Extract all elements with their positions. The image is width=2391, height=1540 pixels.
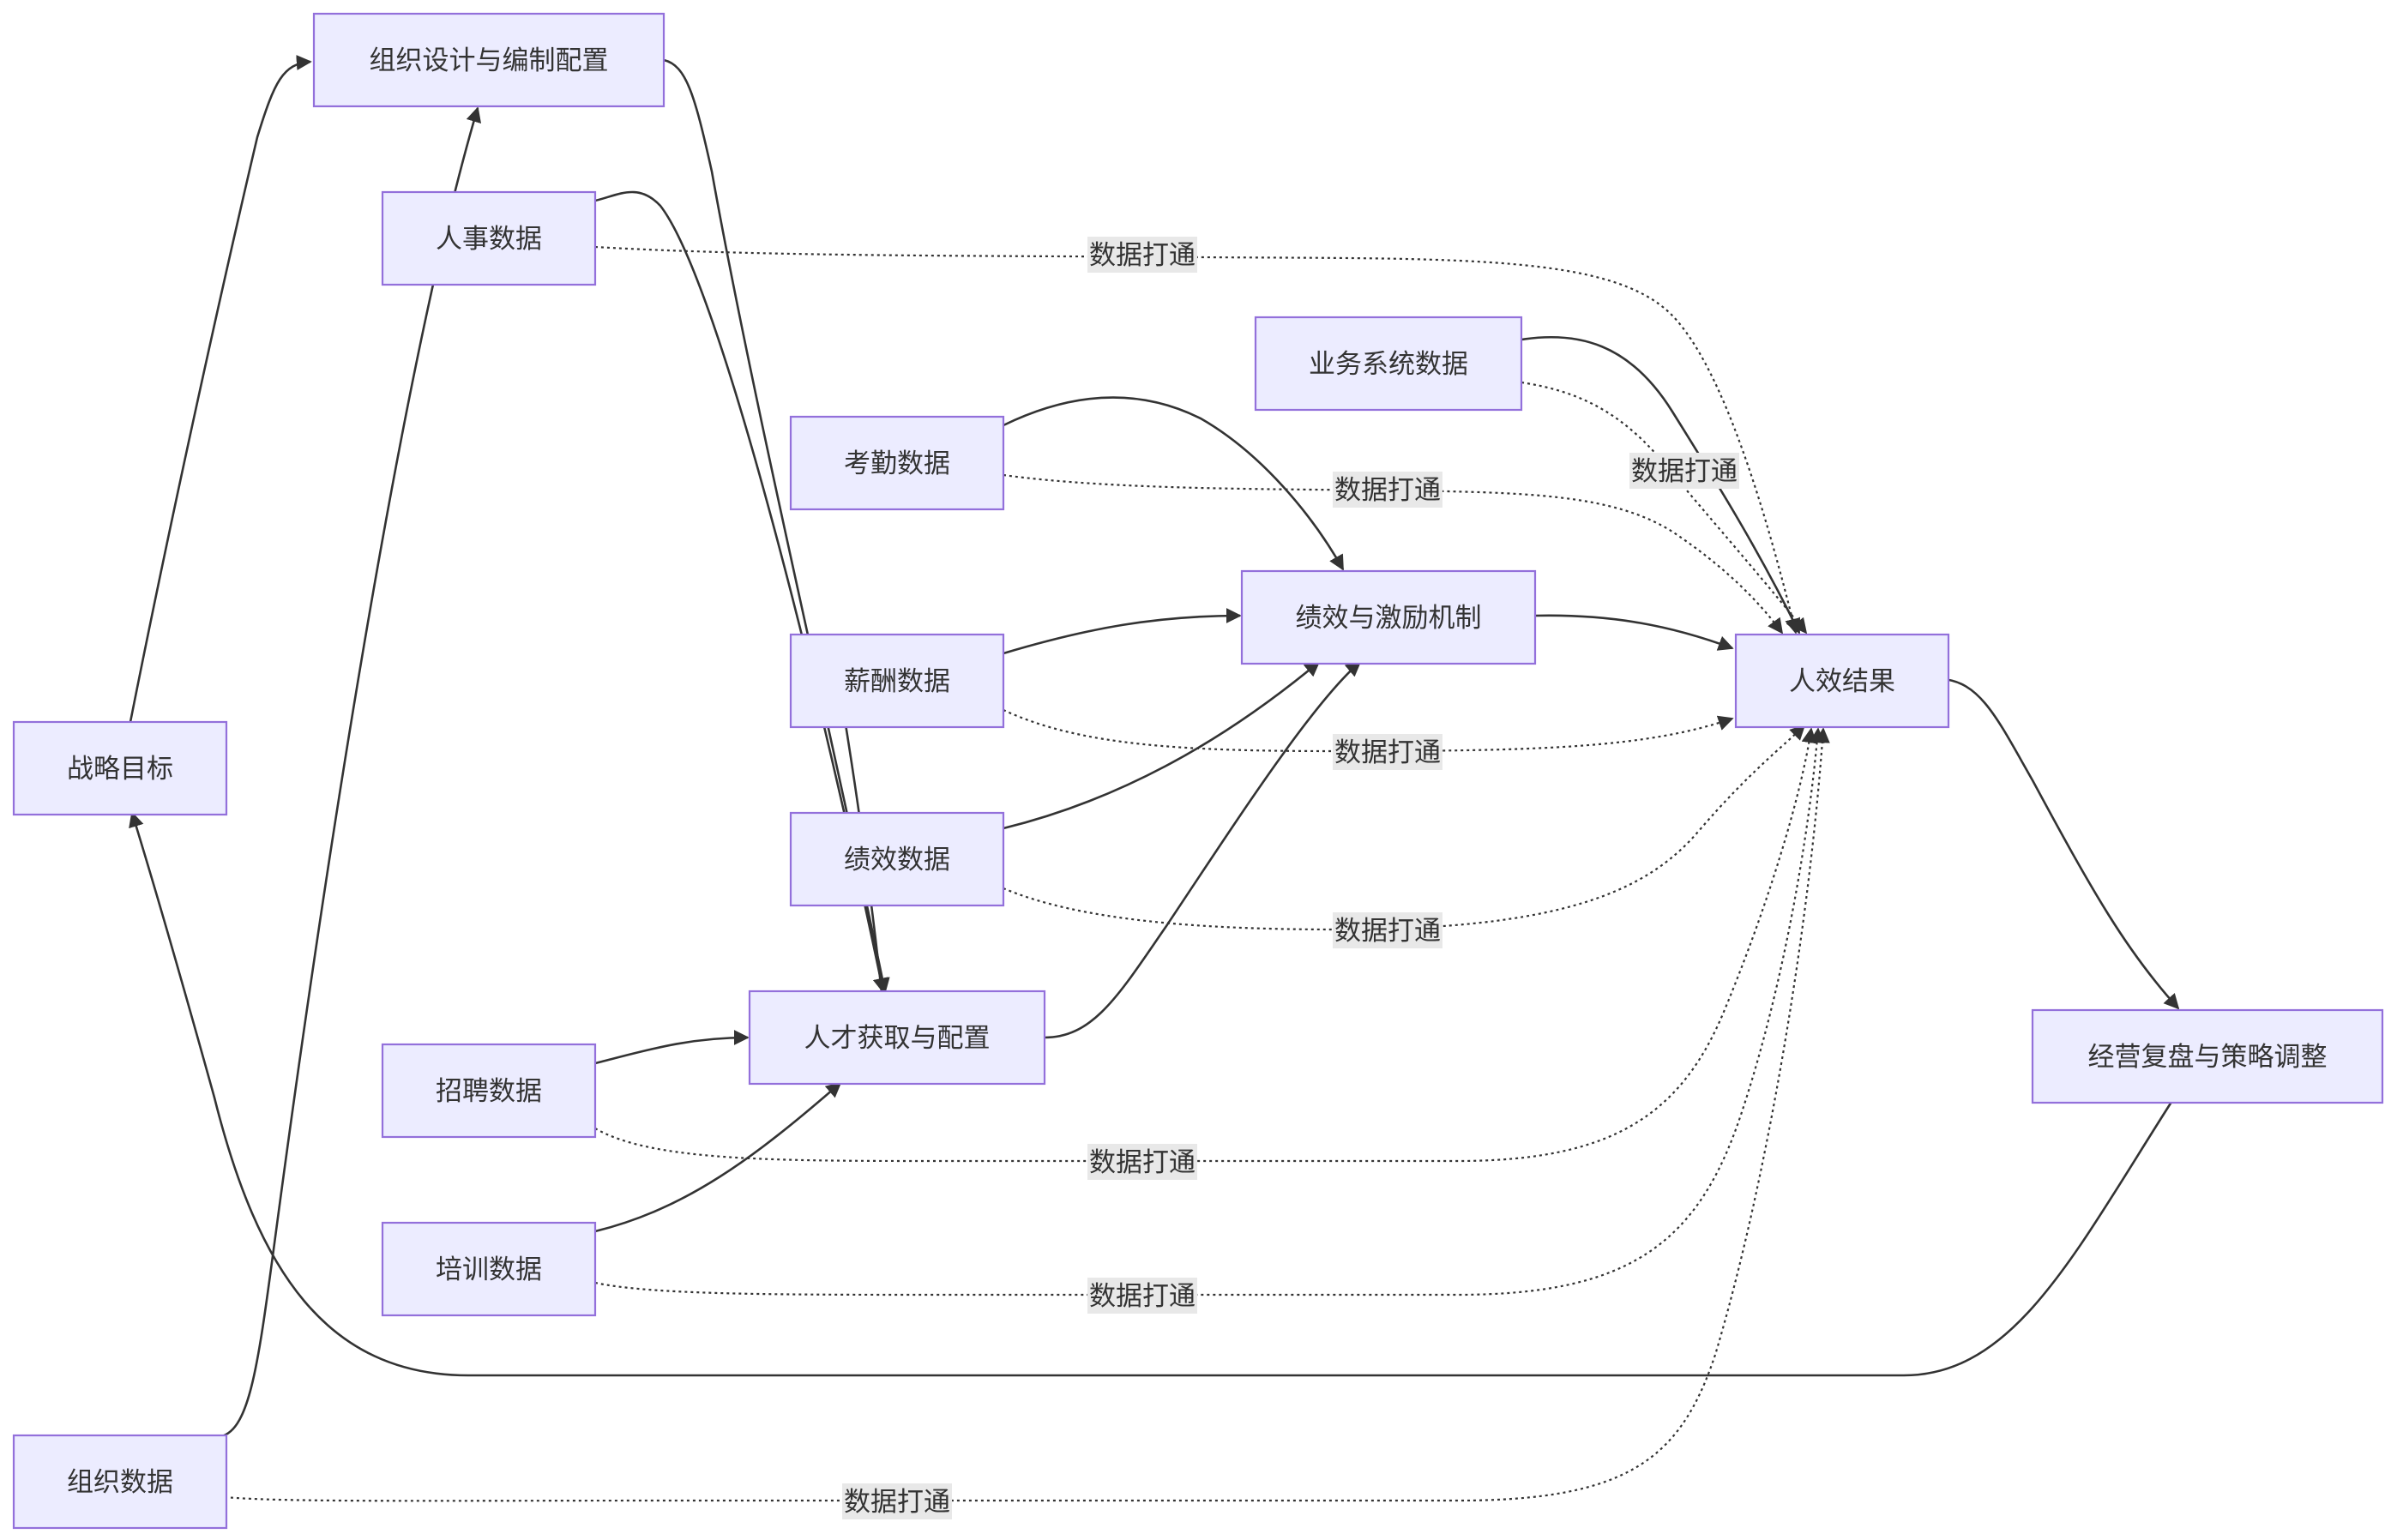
nodes: 战略目标 组织设计与编制配置 人事数据 业务系统数据 考勤数据 绩效与激励机制 … xyxy=(12,12,2384,1530)
node-salary[interactable]: 薪酬数据 xyxy=(789,633,1005,729)
node-talent[interactable]: 人才获取与配置 xyxy=(748,990,1046,1086)
node-result[interactable]: 人效结果 xyxy=(1734,633,1950,729)
dotted-edges xyxy=(224,245,1830,1502)
edge-salary-to-result xyxy=(1003,709,1734,753)
label-text: 数据打通 xyxy=(1089,240,1196,271)
node-label: 业务系统数据 xyxy=(1309,349,1468,380)
edge-review-to-strategy xyxy=(129,811,2175,1377)
edge-attendance-to-perf-mech xyxy=(1003,396,1345,571)
edge-perf-mech-to-result xyxy=(1534,614,1734,651)
edge-biz-to-result xyxy=(1521,335,1801,635)
node-attendance[interactable]: 考勤数据 xyxy=(789,415,1005,511)
node-label: 薪酬数据 xyxy=(844,666,950,697)
edge-talent-to-perf-mech xyxy=(1044,660,1362,1039)
label-hr-data-link: 数据打通 xyxy=(1087,237,1197,273)
node-training[interactable]: 培训数据 xyxy=(381,1221,597,1317)
edge-labels: 数据打通 数据打通 数据打通 数据打通 数据打通 数据打通 数据打通 数据打通 xyxy=(842,237,1739,1519)
edge-org-data-to-result xyxy=(224,727,1830,1502)
edge-salary-to-perf-mech xyxy=(1003,608,1242,655)
label-text: 数据打通 xyxy=(1334,475,1441,506)
label-perfdata-data-link: 数据打通 xyxy=(1333,912,1442,948)
label-attendance-data-link: 数据打通 xyxy=(1333,472,1442,508)
node-label: 人才获取与配置 xyxy=(804,1023,991,1054)
node-label: 组织数据 xyxy=(67,1467,173,1498)
label-text: 数据打通 xyxy=(1631,456,1738,487)
edge-training-to-talent xyxy=(594,1081,842,1233)
node-label: 经营复盘与策略调整 xyxy=(2088,1042,2328,1073)
node-label: 绩效数据 xyxy=(844,845,950,875)
label-text: 数据打通 xyxy=(1089,1147,1196,1178)
edge-strategy-to-org-design xyxy=(129,55,312,723)
node-perf-data[interactable]: 绩效数据 xyxy=(789,811,1005,907)
node-perf-mech[interactable]: 绩效与激励机制 xyxy=(1240,569,1537,665)
label-training-data-link: 数据打通 xyxy=(1087,1278,1197,1314)
node-label: 招聘数据 xyxy=(436,1076,542,1107)
edge-training-to-result xyxy=(594,727,1825,1296)
label-text: 数据打通 xyxy=(1334,737,1441,768)
node-label: 人事数据 xyxy=(436,224,542,255)
node-recruit[interactable]: 招聘数据 xyxy=(381,1043,597,1139)
edge-hr-data-to-talent xyxy=(594,190,888,994)
node-label: 培训数据 xyxy=(436,1254,542,1285)
label-text: 数据打通 xyxy=(1334,916,1441,947)
label-text: 数据打通 xyxy=(1089,1281,1196,1312)
label-salary-data-link: 数据打通 xyxy=(1333,734,1442,770)
node-strategy[interactable]: 战略目标 xyxy=(12,720,228,816)
label-recruit-data-link: 数据打通 xyxy=(1087,1144,1197,1180)
edge-perfdata-to-perf-mech xyxy=(1003,660,1321,830)
edge-result-to-review xyxy=(1942,677,2180,1010)
label-biz-data-link: 数据打通 xyxy=(1629,453,1739,489)
node-org-data[interactable]: 组织数据 xyxy=(12,1434,228,1530)
label-org-data-link: 数据打通 xyxy=(842,1483,952,1519)
solid-edges xyxy=(129,55,2180,1439)
edge-attendance-to-result xyxy=(1003,473,1784,635)
label-text: 数据打通 xyxy=(844,1487,950,1518)
edge-recruit-to-talent xyxy=(594,1030,750,1065)
edge-org-data-to-org-design xyxy=(217,106,482,1439)
node-biz-data[interactable]: 业务系统数据 xyxy=(1254,316,1523,412)
node-review[interactable]: 经营复盘与策略调整 xyxy=(2031,1008,2384,1104)
node-label: 绩效与激励机制 xyxy=(1296,603,1482,634)
node-label: 组织设计与编制配置 xyxy=(370,45,609,76)
node-org-design[interactable]: 组织设计与编制配置 xyxy=(312,12,666,108)
node-label: 考勤数据 xyxy=(844,448,950,479)
edge-hr-data-to-result xyxy=(594,245,1800,635)
node-label: 战略目标 xyxy=(67,754,173,785)
edge-biz-data-to-result xyxy=(1521,381,1808,635)
node-label: 人效结果 xyxy=(1789,666,1895,697)
node-hr-data[interactable]: 人事数据 xyxy=(381,190,597,286)
edge-recruit-to-result xyxy=(594,727,1817,1163)
